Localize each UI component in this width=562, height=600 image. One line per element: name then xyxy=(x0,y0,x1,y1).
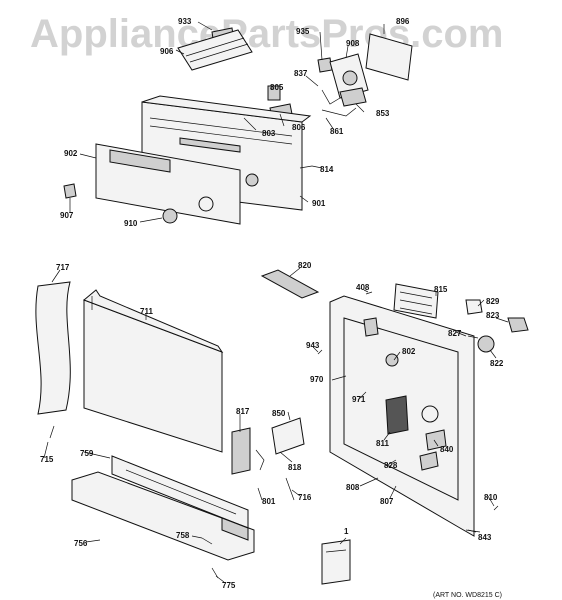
upper-control-assembly xyxy=(63,27,413,225)
door-assembly xyxy=(35,281,305,579)
part-823-shape xyxy=(507,317,529,333)
part-label: 805 xyxy=(270,83,284,92)
part-label: 716 xyxy=(298,493,312,502)
part-label: 943 xyxy=(306,341,320,350)
part-label: 861 xyxy=(330,127,344,136)
part-817-bracket xyxy=(231,427,251,475)
part-label: 837 xyxy=(294,69,308,78)
part-label: 756 xyxy=(74,539,88,548)
part-811-shape xyxy=(385,395,409,435)
part-label: 853 xyxy=(376,109,390,118)
part-label: 908 xyxy=(346,39,360,48)
part-717-panel xyxy=(35,281,71,415)
part-label: 810 xyxy=(484,493,498,502)
part-label: 408 xyxy=(356,283,370,292)
part-896-panel xyxy=(365,33,413,81)
part-label: 827 xyxy=(448,329,462,338)
part-label: 807 xyxy=(380,497,394,506)
part-label: 907 xyxy=(60,211,74,220)
part-label: 828 xyxy=(384,461,398,470)
part-907-shape xyxy=(63,183,77,199)
part-label-layer: 933 935 896 906 908 837 853 805 803 806 … xyxy=(40,17,504,590)
part-label: 910 xyxy=(124,219,138,228)
part-805-shape xyxy=(267,85,281,101)
part-label: 843 xyxy=(478,533,492,542)
part-935-shape xyxy=(317,57,333,73)
part-label: 715 xyxy=(40,455,54,464)
inner-door-assembly xyxy=(260,269,529,585)
part-label: 801 xyxy=(262,497,276,506)
part-label: 902 xyxy=(64,149,78,158)
part-label: 806 xyxy=(292,123,306,132)
part-label: 820 xyxy=(298,261,312,270)
part-label: 817 xyxy=(236,407,250,416)
part-label: 896 xyxy=(396,17,410,26)
part-label: 823 xyxy=(486,311,500,320)
part-label: 759 xyxy=(80,449,94,458)
part-label: 933 xyxy=(178,17,192,26)
part-1-manual xyxy=(321,539,351,585)
part-label: 711 xyxy=(140,307,153,316)
part-910-knob xyxy=(162,208,178,224)
part-label: 906 xyxy=(160,47,174,56)
art-number: (ART NO. WD8215 C) xyxy=(433,592,502,599)
part-label: 971 xyxy=(352,395,366,404)
part-label: 901 xyxy=(312,199,326,208)
part-756-kickplate xyxy=(71,471,255,561)
part-label: 758 xyxy=(176,531,190,540)
part-label: 840 xyxy=(440,445,454,454)
part-label: 717 xyxy=(56,263,70,272)
part-label: 935 xyxy=(296,27,310,36)
part-label: 850 xyxy=(272,409,286,418)
part-label: 811 xyxy=(376,439,389,448)
leader-lines xyxy=(43,21,509,583)
part-label: 803 xyxy=(262,129,276,138)
part-label: 970 xyxy=(310,375,324,384)
watermark: AppliancePartsPros.com xyxy=(30,12,504,56)
part-label: 814 xyxy=(320,165,334,174)
part-815-shape xyxy=(393,283,439,319)
part-822-shape xyxy=(477,335,495,353)
part-820-shape xyxy=(260,269,320,299)
part-label: 1 xyxy=(344,527,349,536)
part-label: 808 xyxy=(346,483,360,492)
part-label: 829 xyxy=(486,297,500,306)
part-label: 775 xyxy=(222,581,236,590)
part-850-shape xyxy=(271,417,305,455)
part-label: 818 xyxy=(288,463,302,472)
part-label: 802 xyxy=(402,347,416,356)
part-829-shape xyxy=(465,299,483,315)
part-label: 815 xyxy=(434,285,448,294)
part-label: 822 xyxy=(490,359,504,368)
part-853-shape xyxy=(339,87,367,107)
